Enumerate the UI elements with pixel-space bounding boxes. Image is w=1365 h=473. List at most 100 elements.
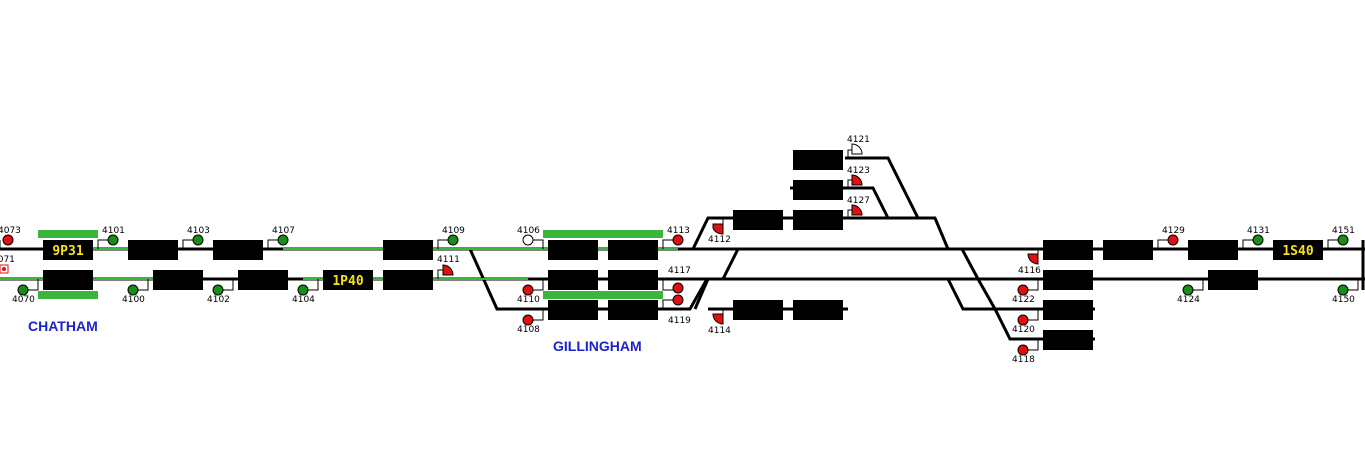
berth[interactable]: [128, 240, 178, 260]
signal-label: 4070: [12, 295, 35, 305]
berth[interactable]: [1208, 270, 1258, 290]
chatham-platform-up: [38, 230, 98, 238]
signal-green-aspect-icon: [1337, 284, 1349, 296]
signal-4118[interactable]: 4118: [1012, 339, 1039, 365]
signal-4150[interactable]: 4150: [1332, 279, 1359, 305]
berth-siding[interactable]: [733, 300, 783, 320]
signal-label: 4100: [122, 295, 145, 305]
signal-4112[interactable]: 4112: [708, 218, 731, 245]
signal-4120[interactable]: 4120: [1012, 309, 1039, 335]
berth[interactable]: [1103, 240, 1153, 260]
signal-label: 4122: [1012, 295, 1035, 305]
berth-chatham-up[interactable]: [43, 240, 93, 260]
signal-label: 4109: [442, 226, 465, 236]
signal-semaphore-red-icon: [1027, 253, 1039, 265]
berth[interactable]: [238, 270, 288, 290]
berth[interactable]: [383, 270, 433, 290]
berth[interactable]: [1043, 240, 1093, 260]
berth-siding[interactable]: [793, 180, 843, 200]
crossover-up-down[interactable]: [721, 248, 740, 280]
berth[interactable]: [548, 300, 598, 320]
signal-4131[interactable]: 4131: [1242, 226, 1270, 249]
signal-4109[interactable]: 4109: [437, 226, 465, 249]
signal-4127[interactable]: 4127: [847, 196, 870, 218]
signal-label: 4129: [1162, 226, 1185, 236]
signal-label: 4101: [102, 226, 125, 236]
signal-green-aspect-icon: [447, 234, 459, 246]
signal-red-aspect-icon: [522, 314, 534, 326]
platforms: [38, 230, 663, 299]
signal-4100[interactable]: 4100: [122, 279, 149, 305]
signal-4070[interactable]: 4070: [12, 279, 39, 305]
signal-semaphore-red-icon: [442, 264, 454, 276]
signal-green-aspect-icon: [192, 234, 204, 246]
signal-4116[interactable]: 4116: [1018, 249, 1041, 276]
berth-1p40[interactable]: [323, 270, 373, 290]
berth[interactable]: [213, 240, 263, 260]
signal-off-aspect-icon: [522, 234, 534, 246]
berth[interactable]: [153, 270, 203, 290]
signal-label: 4120: [1012, 325, 1035, 335]
gillingham-platform-up: [543, 230, 663, 238]
signal-4103[interactable]: 4103: [182, 226, 210, 249]
berth[interactable]: [1043, 330, 1093, 350]
berth[interactable]: [1043, 270, 1093, 290]
berth[interactable]: [608, 270, 658, 290]
signal-4106[interactable]: 4106: [517, 226, 544, 249]
signal-4073[interactable]: 4073: [0, 226, 21, 249]
signal-label: 4114: [708, 326, 731, 336]
berth[interactable]: [548, 240, 598, 260]
signal-semaphore-red-icon: [851, 174, 863, 186]
gillingham-platform-down: [543, 291, 663, 299]
signal-4102[interactable]: 4102: [207, 279, 234, 305]
signal-red-aspect-icon: [1017, 284, 1029, 296]
crossover-loop-down[interactable]: [693, 278, 710, 310]
berth[interactable]: [1043, 300, 1093, 320]
signal-label: 4127: [847, 196, 870, 206]
signal-4121[interactable]: 4121: [847, 135, 870, 158]
berth-siding[interactable]: [793, 300, 843, 320]
signal-red-aspect-icon: [672, 294, 684, 306]
signal-4111[interactable]: 4111: [437, 255, 460, 279]
signal-red-aspect-icon: [1167, 234, 1179, 246]
berth[interactable]: [383, 240, 433, 260]
berth-siding[interactable]: [793, 150, 843, 170]
signal-red-aspect-icon: [672, 282, 684, 294]
signal-4123[interactable]: 4123: [847, 166, 870, 188]
signal-4124[interactable]: 4124: [1177, 279, 1204, 305]
berth[interactable]: [1188, 240, 1238, 260]
signal-4114[interactable]: 4114: [708, 309, 731, 336]
train-description-1p40[interactable]: 1P40: [332, 274, 363, 289]
signal-4122[interactable]: 4122: [1012, 279, 1039, 305]
berths: [43, 150, 1323, 350]
train-description-9p31[interactable]: 9P31: [52, 244, 83, 259]
signal-4113[interactable]: 4113: [662, 226, 690, 249]
signal-green-aspect-icon: [297, 284, 309, 296]
signal-4129[interactable]: 4129: [1157, 226, 1185, 249]
signal-4110[interactable]: 4110: [517, 279, 544, 305]
siding-4121[interactable]: [845, 156, 920, 219]
signal-4104[interactable]: 4104: [292, 279, 319, 305]
signal-label: 4150: [1332, 295, 1355, 305]
signal-4117[interactable]: 4117: [662, 266, 691, 294]
signal-green-aspect-icon: [1337, 234, 1349, 246]
berth-chatham-down[interactable]: [43, 270, 93, 290]
berth-1s40[interactable]: [1273, 240, 1323, 260]
signal-semaphore-off-icon: [851, 143, 863, 155]
signal-4071[interactable]: 4071: [0, 255, 15, 274]
signal-semaphore-red-icon: [851, 204, 863, 216]
signal-label: 4107: [272, 226, 295, 236]
berth[interactable]: [608, 300, 658, 320]
signal-4151[interactable]: 4151: [1327, 226, 1355, 249]
signal-4119[interactable]: 4119: [662, 294, 691, 326]
signal-4101[interactable]: 4101: [97, 226, 125, 249]
berth[interactable]: [608, 240, 658, 260]
berth-siding[interactable]: [733, 210, 783, 230]
berth[interactable]: [548, 270, 598, 290]
signal-4108[interactable]: 4108: [517, 309, 544, 335]
train-description-1s40[interactable]: 1S40: [1282, 244, 1313, 259]
signal-4107[interactable]: 4107: [267, 226, 295, 249]
berth-siding[interactable]: [793, 210, 843, 230]
signal-green-aspect-icon: [277, 234, 289, 246]
